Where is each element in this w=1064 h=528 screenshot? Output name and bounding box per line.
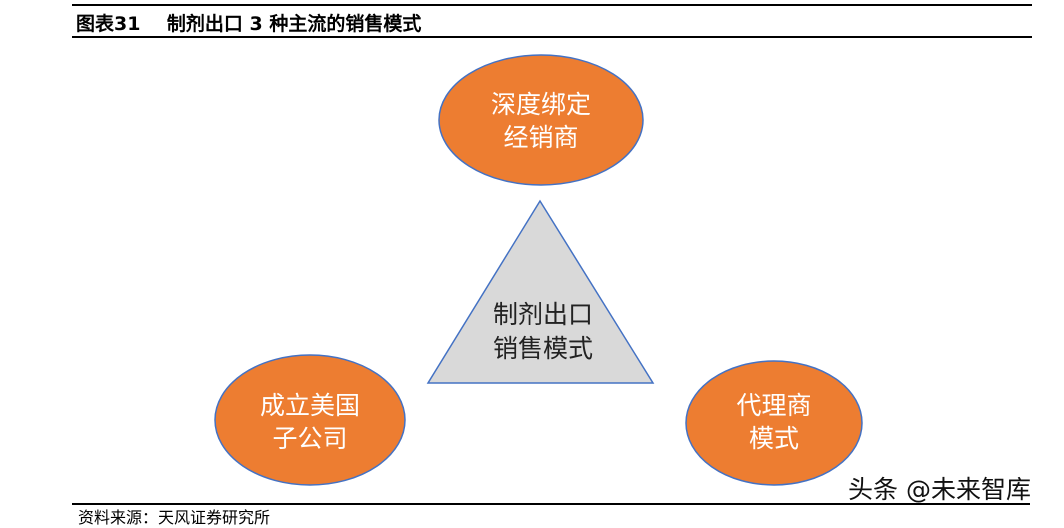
node-distributor-line1: 深度绑定	[491, 90, 591, 119]
node-subsidiary	[214, 354, 406, 486]
header-rule	[72, 36, 1032, 38]
figure-title: 图表31 制剂出口 3 种主流的销售模式	[76, 9, 421, 36]
node-subsidiary-line2: 子公司	[272, 424, 347, 453]
node-agent-line2: 模式	[749, 424, 799, 453]
figure-caption: 制剂出口 3 种主流的销售模式	[166, 13, 422, 35]
figure-label: 图表31	[76, 13, 141, 35]
watermark: 头条 @未来智库	[848, 475, 1031, 504]
node-distributor	[438, 54, 644, 186]
top-rule	[72, 4, 1032, 6]
node-subsidiary-line1: 成立美国	[260, 391, 360, 420]
center-label-line1: 制剂出口	[493, 300, 593, 329]
source-note: 资料来源：天风证券研究所	[78, 508, 271, 527]
footer-rule	[72, 503, 1030, 505]
node-distributor-line2: 经销商	[503, 123, 578, 152]
node-agent-line1: 代理商	[736, 391, 811, 420]
node-agent	[685, 360, 863, 486]
center-label-line2: 销售模式	[493, 334, 593, 363]
center-triangle	[426, 199, 655, 384]
diagram: 制剂出口 销售模式 深度绑定 经销商 成立美国 子公司 代理商 模式	[214, 54, 863, 486]
